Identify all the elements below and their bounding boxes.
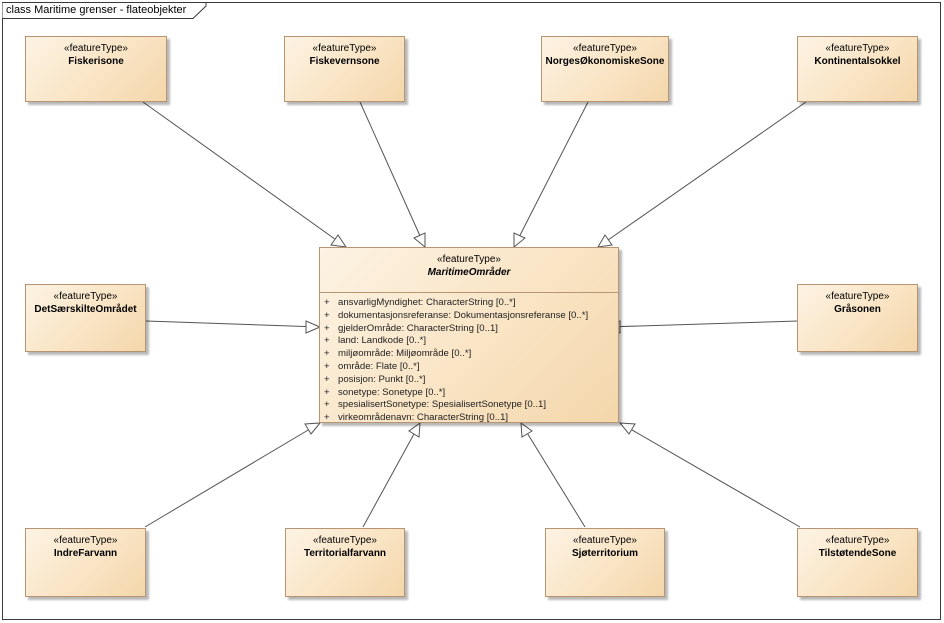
- visibility-marker: +: [324, 399, 330, 411]
- class-territorialfarvann[interactable]: «featureType» Territorialfarvann: [285, 528, 405, 597]
- stereotype-label: «featureType»: [573, 43, 637, 54]
- visibility-marker: +: [324, 335, 330, 347]
- attribute-row[interactable]: + miljøområde: Miljøområde [0..*]: [320, 348, 618, 361]
- attribute-row[interactable]: + område: Flate [0..*]: [320, 361, 618, 374]
- visibility-marker: +: [324, 348, 330, 360]
- attribute-text: område: Flate [0..*]: [338, 360, 420, 372]
- class-maritime-omrader[interactable]: «featureType» MaritimeOmråder + ansvarlig…: [319, 247, 619, 423]
- attribute-row[interactable]: + posisjon: Punkt [0..*]: [320, 374, 618, 387]
- class-name: IndreFarvann: [53, 548, 118, 559]
- class-indre-farvann[interactable]: «featureType» IndreFarvann: [25, 528, 146, 597]
- class-name: Territorialfarvann: [303, 548, 387, 559]
- connector-norges-okonomiske-sone[interactable]: [513, 101, 589, 249]
- attribute-text: gjelderOmråde: CharacterString [0..1]: [338, 322, 498, 334]
- attribute-list: + ansvarligMyndighet: CharacterString [0.…: [320, 293, 618, 425]
- attribute-row[interactable]: + land: Landkode [0..*]: [320, 335, 618, 348]
- class-fiskevernsone[interactable]: «featureType» Fiskevernsone: [284, 36, 405, 102]
- attribute-text: land: Landkode [0..*]: [338, 335, 427, 347]
- class-norges-okonomiske-sone[interactable]: «featureType» NorgesØkonomiskeSone: [541, 36, 669, 102]
- attribute-row[interactable]: + virkeområdenavn: CharacterString [0..1]: [320, 412, 618, 425]
- connector-fiskerisone[interactable]: [142, 101, 348, 248]
- class-name: MaritimeOmråder: [427, 267, 511, 278]
- stereotype-label: «featureType»: [825, 291, 890, 302]
- connector-grasonen[interactable]: [604, 320, 799, 334]
- class-name: Sjøterritorium: [571, 548, 639, 559]
- visibility-marker: +: [324, 412, 330, 424]
- class-name: TilstøtendeSone: [818, 548, 897, 559]
- connector-tilstotende-sone[interactable]: [618, 422, 801, 528]
- class-name: Fiskevernsone: [309, 56, 380, 67]
- stereotype-label: «featureType»: [825, 535, 890, 546]
- attribute-text: sonetype: Sonetype [0..*]: [338, 386, 446, 398]
- visibility-marker: +: [324, 322, 330, 334]
- class-tilstotende-sone[interactable]: «featureType» TilstøtendeSone: [797, 528, 918, 597]
- visibility-marker: +: [324, 309, 330, 321]
- connector-kontinentalsokkel[interactable]: [597, 101, 807, 248]
- connector-indre-farvann[interactable]: [144, 422, 322, 528]
- attribute-text: virkeområdenavn: CharacterString [0..1]: [338, 412, 509, 424]
- visibility-marker: +: [324, 360, 330, 372]
- class-header: «featureType» MaritimeOmråder: [320, 254, 618, 293]
- attribute-text: ansvarligMyndighet: CharacterString [0..…: [338, 297, 516, 308]
- stereotype-label: «featureType»: [53, 535, 118, 546]
- stereotype-label: «featureType»: [53, 291, 118, 302]
- class-grasonen[interactable]: «featureType» Gråsonen: [797, 284, 918, 352]
- stereotype-label: «featureType»: [437, 254, 501, 265]
- attribute-row[interactable]: + sonetype: Sonetype [0..*]: [320, 387, 618, 400]
- attribute-row[interactable]: + spesialisertSonetype: SpesialisertSonet…: [320, 399, 618, 412]
- class-name: DetSærskilteOmrådet: [34, 304, 137, 315]
- attribute-row[interactable]: + gjelderOmråde: CharacterString [0..1]: [320, 323, 618, 336]
- connector-sjoterritorium[interactable]: [520, 421, 586, 528]
- frame-title-tab: [2, 2, 207, 19]
- visibility-marker: +: [324, 297, 330, 308]
- stereotype-label: «featureType»: [573, 535, 637, 546]
- class-name: Gråsonen: [834, 304, 881, 315]
- stereotype-label: «featureType»: [64, 43, 128, 54]
- visibility-marker: +: [324, 386, 330, 398]
- class-name: NorgesØkonomiskeSone: [545, 56, 665, 67]
- class-fiskerisone[interactable]: «featureType» Fiskerisone: [25, 36, 167, 102]
- class-kontinentalsokkel[interactable]: «featureType» Kontinentalsokkel: [797, 36, 918, 102]
- attribute-text: dokumentasjonsreferanse: Dokumentasjonsr…: [338, 309, 589, 321]
- visibility-marker: +: [324, 373, 330, 385]
- stereotype-label: «featureType»: [825, 43, 890, 54]
- class-name: Kontinentalsokkel: [814, 56, 901, 67]
- class-sjoterritorium[interactable]: «featureType» Sjøterritorium: [545, 528, 665, 597]
- class-det-saerskilte-omradet[interactable]: «featureType» DetSærskilteOmrådet: [25, 284, 146, 352]
- attribute-text: miljøområde: Miljøområde [0..*]: [338, 348, 472, 360]
- class-name: Fiskerisone: [68, 56, 124, 67]
- attribute-row[interactable]: + ansvarligMyndighet: CharacterString [0.…: [320, 297, 618, 310]
- connector-territorialfarvann[interactable]: [362, 421, 421, 528]
- stereotype-label: «featureType»: [313, 535, 377, 546]
- attribute-text: spesialisertSonetype: SpesialisertSonety…: [338, 399, 546, 411]
- stereotype-label: «featureType»: [312, 43, 377, 54]
- connector-fiskevernsone[interactable]: [359, 101, 426, 249]
- attribute-text: posisjon: Punkt [0..*]: [338, 373, 426, 385]
- connector-det-saerskilte-omradet[interactable]: [145, 320, 322, 334]
- diagram-title: class Maritime grenser - flateobjekter: [6, 4, 187, 16]
- attribute-row[interactable]: + dokumentasjonsreferanse: Dokumentasjons…: [320, 310, 618, 323]
